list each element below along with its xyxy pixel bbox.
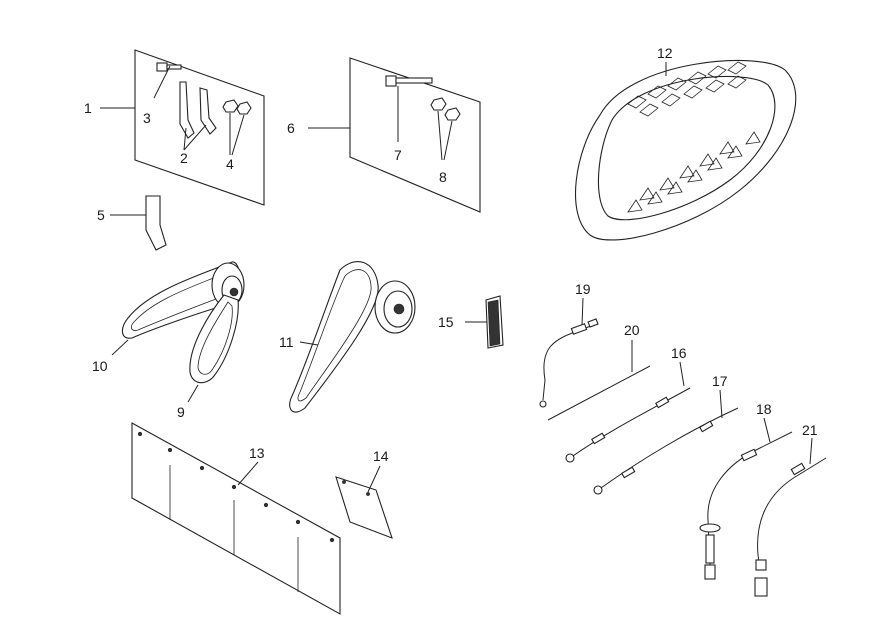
callout-5: 5 xyxy=(97,207,105,223)
bracket-5 xyxy=(110,195,167,251)
plate-14 xyxy=(335,465,393,539)
guide-15 xyxy=(465,295,504,349)
bolt-7 xyxy=(385,75,433,142)
cable-20 xyxy=(547,340,651,421)
belt-11 xyxy=(289,261,379,413)
callout-3: 3 xyxy=(143,110,151,126)
kit-6-panel xyxy=(308,57,481,213)
callout-7: 7 xyxy=(394,147,402,163)
callout-19: 19 xyxy=(575,281,591,297)
callout-11: 11 xyxy=(279,334,294,350)
cable-17 xyxy=(593,389,739,495)
callout-6: 6 xyxy=(287,120,295,136)
callout-20: 20 xyxy=(624,322,640,338)
cable-16 xyxy=(565,361,691,463)
pulley-11 xyxy=(374,280,416,334)
callout-8: 8 xyxy=(439,169,447,185)
callout-12: 12 xyxy=(657,45,673,61)
shield-panel-13 xyxy=(131,422,341,615)
nuts-8 xyxy=(430,97,461,161)
callout-18: 18 xyxy=(756,401,772,417)
callout-17: 17 xyxy=(712,373,728,389)
callout-4: 4 xyxy=(226,156,234,172)
callout-13: 13 xyxy=(249,445,265,461)
callout-9: 9 xyxy=(177,404,185,420)
callout-1: 1 xyxy=(84,100,92,116)
callout-16: 16 xyxy=(671,345,687,361)
belt-9 xyxy=(187,294,239,403)
callout-14: 14 xyxy=(373,448,389,464)
callout-2: 2 xyxy=(180,150,188,166)
callout-10: 10 xyxy=(92,358,108,374)
nuts-4 xyxy=(222,99,252,156)
callout-labels: 1 2 3 4 5 6 7 8 9 10 11 12 13 14 15 16 1… xyxy=(84,45,818,464)
rubber-track-12 xyxy=(574,59,797,241)
cable-21 xyxy=(754,437,827,597)
callout-15: 15 xyxy=(438,314,454,330)
kit-1-panel xyxy=(100,49,265,206)
bracket-2 xyxy=(179,81,217,151)
cable-19 xyxy=(539,297,599,408)
bolt-3 xyxy=(153,62,182,99)
callout-21: 21 xyxy=(802,422,818,438)
cable-18 xyxy=(699,417,793,580)
